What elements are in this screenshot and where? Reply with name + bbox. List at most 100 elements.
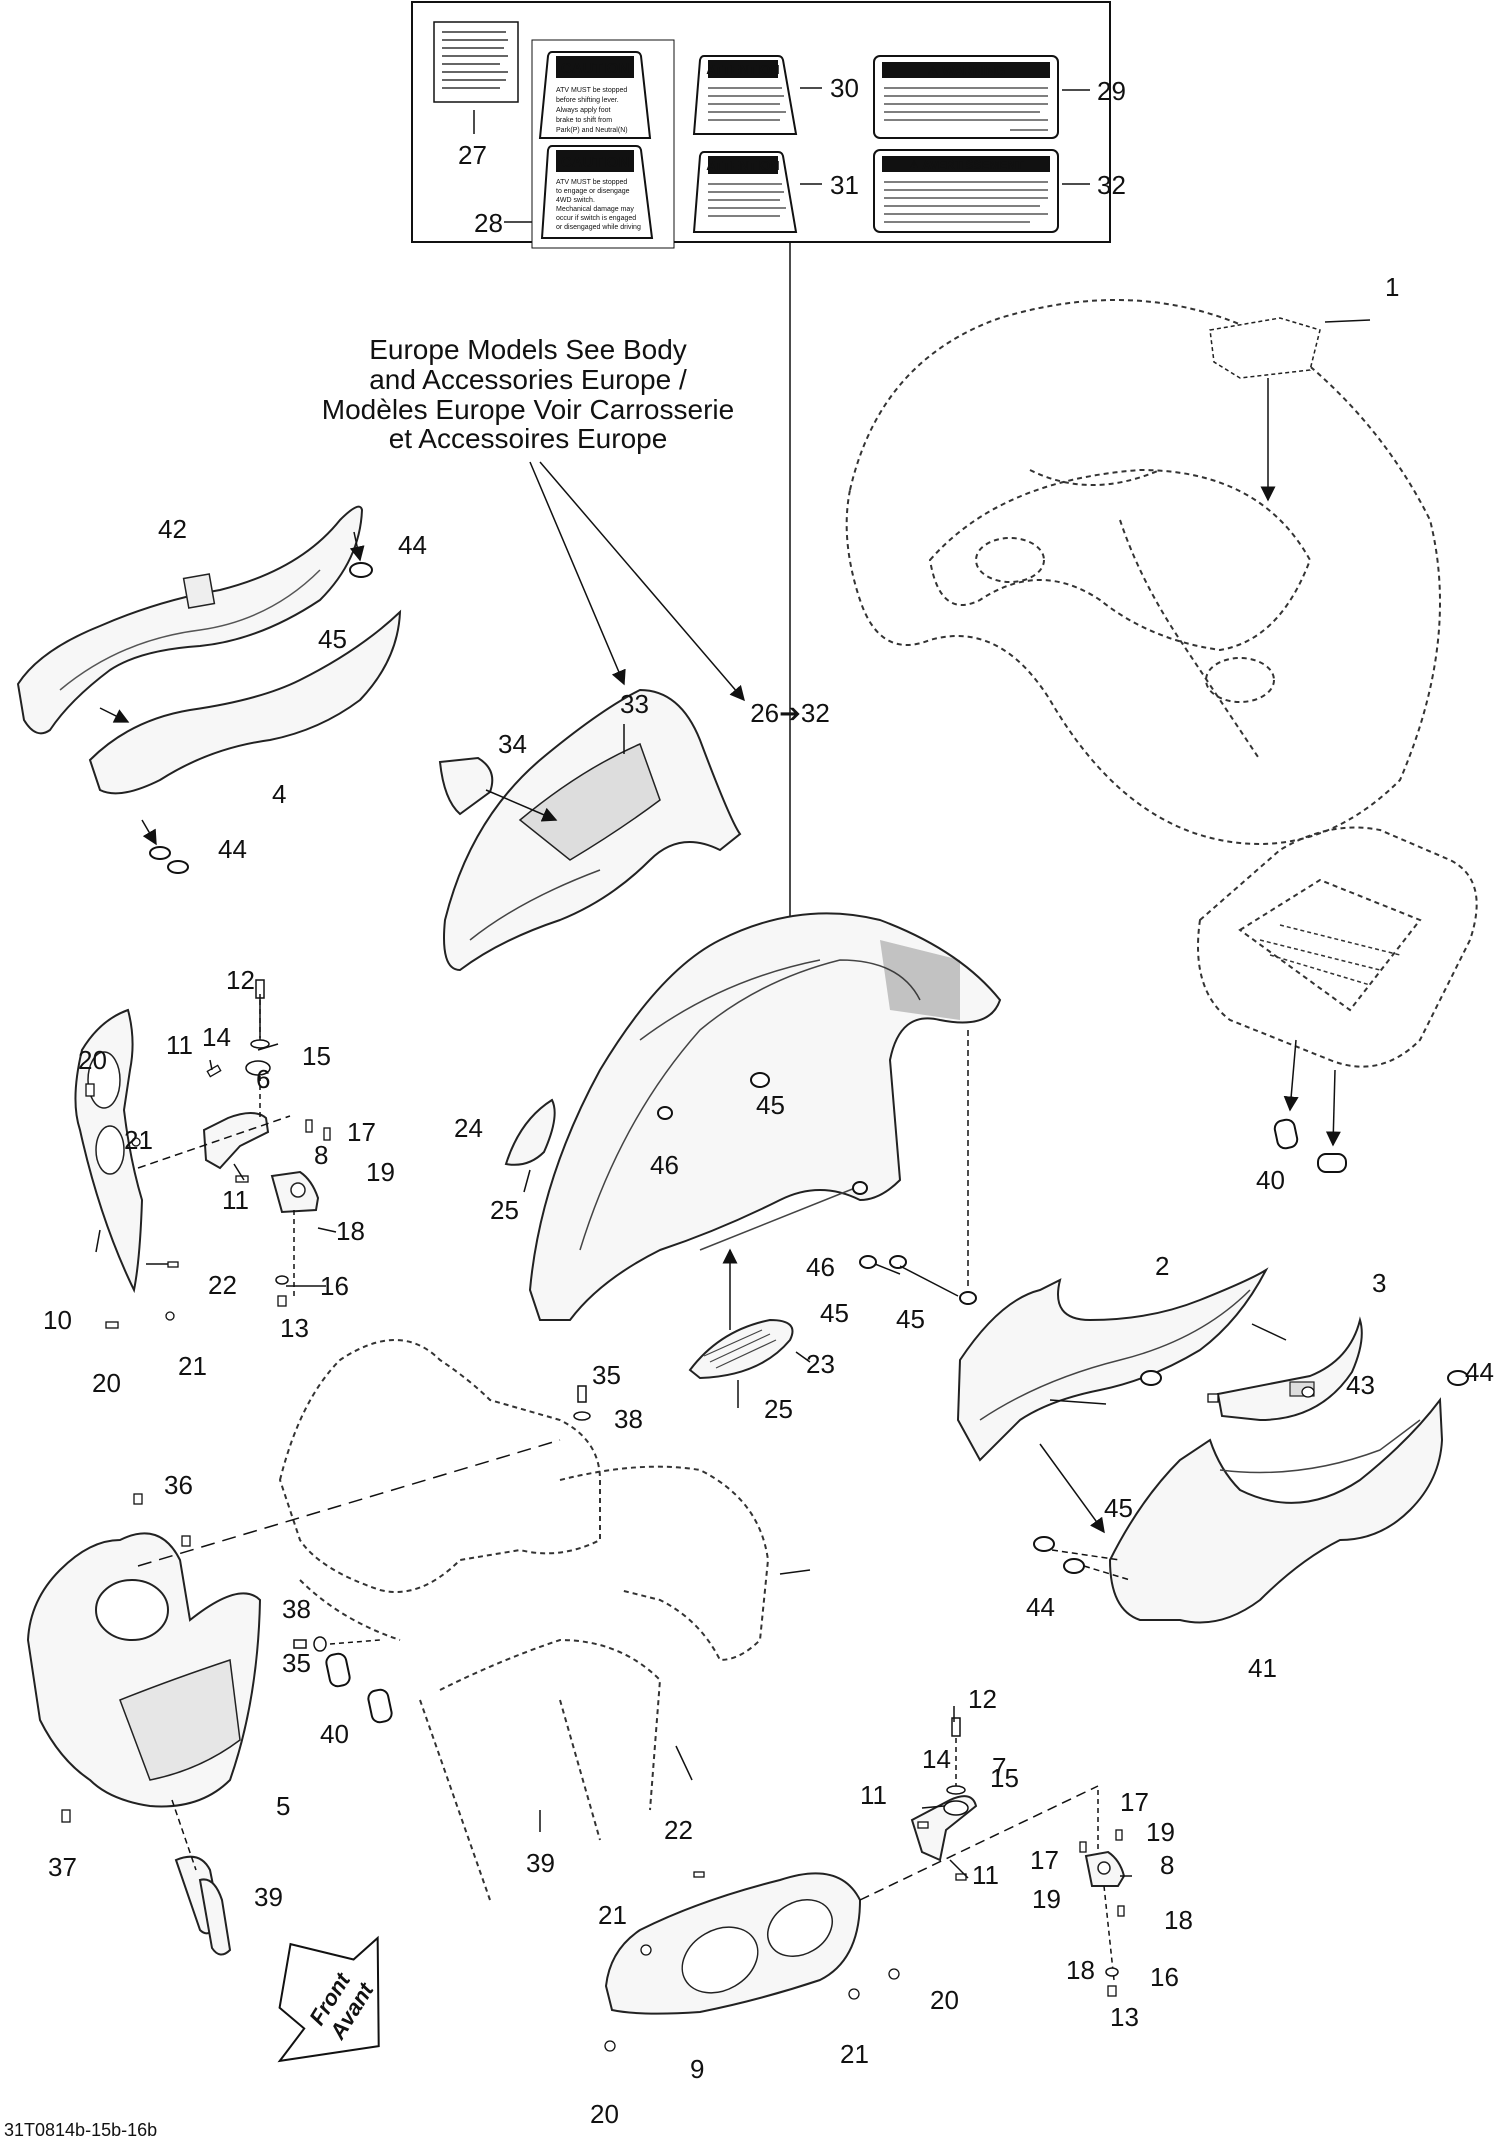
callout-14-a: 14 <box>202 1022 231 1052</box>
callout-40-b: 40 <box>320 1719 349 1749</box>
note-line-1: Europe Models See Body <box>369 334 687 365</box>
headlight-left-10 <box>74 1008 144 1294</box>
callout-43: 43 <box>1346 1370 1375 1400</box>
warning-header: ⚠ WARNING <box>927 63 1005 78</box>
decal-30: ATTENTION <box>692 55 822 135</box>
attention-header-1: ATTENTION <box>706 62 779 77</box>
bracket-6 <box>137 1112 291 1170</box>
callout-1: 1 <box>1385 272 1399 302</box>
callout-20-a: 20 <box>78 1045 107 1075</box>
caution-line-1-3: Always apply foot <box>556 107 611 114</box>
side-panel-2 <box>956 1267 1269 1534</box>
callout-17-c: 17 <box>1030 1845 1059 1875</box>
callout-27: 27 <box>458 140 487 170</box>
callout-35-b: 35 <box>282 1648 311 1678</box>
grommets-44-left <box>141 531 373 874</box>
callout-29: 29 <box>1097 76 1126 106</box>
callout-12-a: 12 <box>226 965 255 995</box>
callout-16-b: 16 <box>1150 1962 1179 1992</box>
reference-code: 31T0814b-15b-16b <box>4 2120 157 2140</box>
callout-leaders <box>95 994 1287 1879</box>
cap-34 <box>438 756 558 822</box>
vent-23 <box>688 1318 811 1408</box>
caution-line-2-4: Mechanical damage may <box>556 206 634 213</box>
callout-32: 32 <box>1097 170 1126 200</box>
front-frame <box>278 1339 770 1901</box>
bracket-39 <box>171 1799 232 1956</box>
front-fender <box>528 912 1002 1330</box>
callout-36: 36 <box>164 1470 193 1500</box>
hardware-right <box>604 1717 1125 2052</box>
callout-11-a: 11 <box>166 1030 193 1060</box>
decal-32: ⚠ AVERTISSEMENT <box>873 149 1090 233</box>
note-line-3: Modèles Europe Voir Carrosserie <box>322 394 734 425</box>
callout-21-b: 21 <box>178 1351 207 1381</box>
callout-25-b: 25 <box>764 1394 793 1424</box>
callout-44-b: 44 <box>218 834 247 864</box>
mount-8-right <box>1084 1790 1126 1981</box>
callout-5: 5 <box>276 1791 290 1821</box>
callout-45-b: 45 <box>756 1090 785 1120</box>
avertissement-header: ⚠ AVERTISSEMENT <box>909 158 1024 172</box>
frame-grommets-40 <box>325 1652 393 1724</box>
callout-15-a: 15 <box>302 1041 331 1071</box>
callout-20-c: 20 <box>930 1985 959 2015</box>
callout-44-a: 44 <box>398 530 427 560</box>
callout-45-d: 45 <box>896 1304 925 1334</box>
decal-31: ATTENTION <box>692 151 822 233</box>
callout-11-c: 11 <box>860 1780 887 1810</box>
callout-23: 23 <box>806 1349 835 1379</box>
callout-3: 3 <box>1372 1268 1386 1298</box>
callout-46-b: 46 <box>806 1252 835 1282</box>
front-direction-arrow: Front Avant <box>277 1935 380 2063</box>
callout-30: 30 <box>830 73 859 103</box>
callout-4: 4 <box>272 779 286 809</box>
callout-11-b: 11 <box>222 1185 249 1215</box>
front-fascia-5 <box>26 1439 561 1823</box>
callout-34: 34 <box>498 729 527 759</box>
callout-8-left: 8 <box>314 1140 328 1170</box>
callout-8-right: 8 <box>1160 1850 1174 1880</box>
callout-2: 2 <box>1155 1251 1169 1281</box>
callout-19-a: 19 <box>366 1157 395 1187</box>
callout-38-a: 38 <box>614 1404 643 1434</box>
rear-rack <box>1197 826 1478 1173</box>
callout-14-b: 14 <box>922 1744 951 1774</box>
hardware-left <box>85 979 331 1329</box>
caution-line-1-1: ATV MUST be stopped <box>556 87 627 94</box>
callout-7: 7 <box>992 1752 1006 1782</box>
caution-line-2-3: 4WD switch. <box>556 197 595 204</box>
callout-25-a: 25 <box>490 1195 519 1225</box>
callout-19-b: 19 <box>1146 1817 1175 1847</box>
rear-fender-pad <box>1209 317 1371 502</box>
callout-24: 24 <box>454 1113 483 1143</box>
side-panel-41 <box>1033 1370 1469 1624</box>
callout-16-a: 16 <box>320 1271 349 1301</box>
decal-27 <box>433 21 519 134</box>
mount-8-left <box>270 1170 320 1214</box>
callout-45-a: 45 <box>318 624 347 654</box>
note-line-2: and Accessories Europe / <box>369 364 687 395</box>
side-panel-4 <box>88 609 402 795</box>
callout-18-b: 18 <box>1164 1905 1193 1935</box>
callout-28: 28 <box>474 208 503 238</box>
callout-12-b: 12 <box>968 1684 997 1714</box>
callout-13-a: 13 <box>280 1313 309 1343</box>
hood-33 <box>443 688 742 972</box>
callout-9: 9 <box>690 2054 704 2084</box>
callout-45-e: 45 <box>1104 1493 1133 1523</box>
callout-15-b: 15 <box>990 1763 1019 1793</box>
caution-line-2-6: or disengaged while driving <box>556 224 641 231</box>
callout-numbers: 1 2 3 4 5 6 7 8 8 9 10 11 11 11 11 12 12… <box>43 73 1494 2129</box>
callout-17-a: 17 <box>347 1117 376 1147</box>
callout-22-a: 22 <box>208 1270 237 1300</box>
clip-24 <box>504 1098 556 1193</box>
caution-line-2-1: ATV MUST be stopped <box>556 179 627 186</box>
callout-35-a: 35 <box>592 1360 621 1390</box>
europe-note: Europe Models See Body and Accessories E… <box>322 334 745 702</box>
side-panel-3 <box>1216 1316 1363 1422</box>
callout-39-b: 39 <box>254 1882 283 1912</box>
callout-20-d: 20 <box>590 2099 619 2129</box>
callout-21-c: 21 <box>598 1900 627 1930</box>
